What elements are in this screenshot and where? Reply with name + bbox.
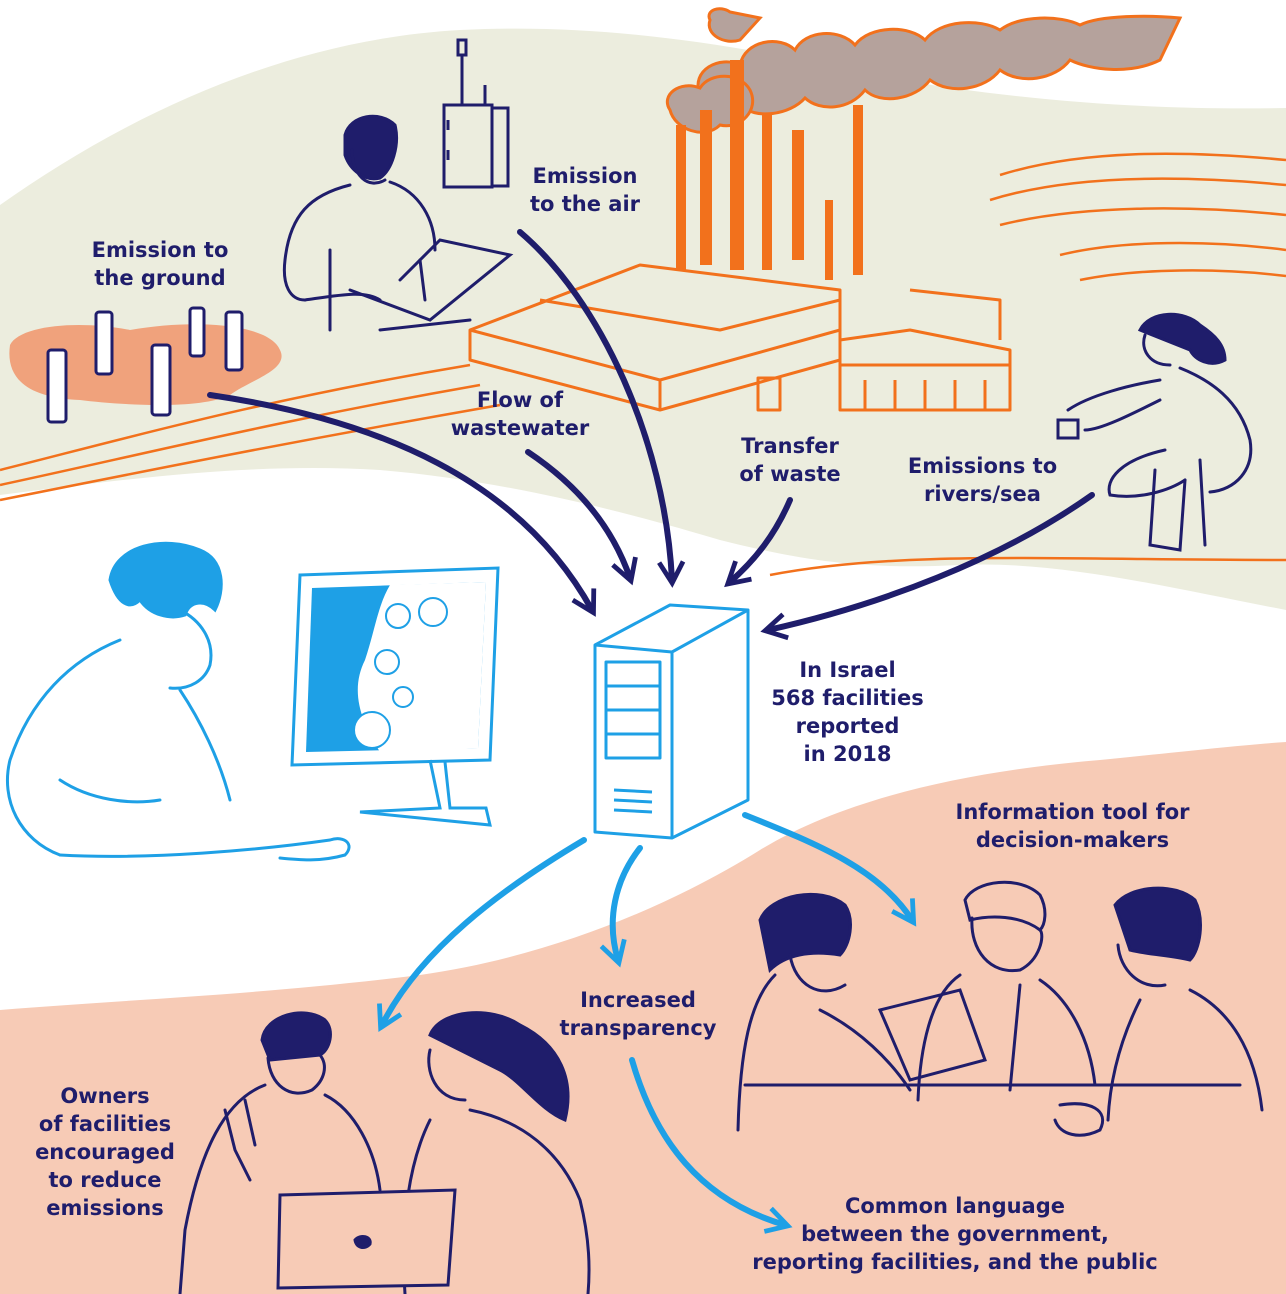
arrow-rivers: [760, 492, 1095, 641]
factory-chimneys: [676, 60, 863, 280]
water-sampling-woman-figure: [1056, 312, 1253, 552]
monitoring-wells-icon: [46, 306, 244, 424]
contaminated-ground-patch: [9, 324, 282, 405]
arrow-air: [517, 229, 686, 588]
arrow-decision-makers: [742, 812, 917, 927]
arrow-ground: [207, 392, 597, 617]
incoming-emission-arrows: [207, 229, 1095, 641]
owners-team-figures: [178, 1011, 591, 1294]
server-tower-icon: [593, 603, 750, 840]
salmon-background-band: [0, 742, 1286, 1294]
arrow-waste: [724, 497, 793, 588]
decision-makers-figures: [736, 880, 1264, 1137]
technician-with-laptop-figure: [282, 114, 514, 332]
beige-background-band: [0, 28, 1286, 611]
arrow-common-language: [629, 1057, 793, 1234]
arrow-transparency: [599, 845, 643, 968]
computer-monitor-icon: [290, 566, 500, 827]
arrow-wastewater: [525, 449, 638, 586]
factory-icon: [468, 263, 1012, 412]
air-sampler-icon: [442, 38, 510, 189]
arrow-owners: [377, 837, 587, 1032]
outgoing-information-arrows: [377, 812, 917, 1234]
analyst-at-computer-figure: [5, 541, 351, 862]
